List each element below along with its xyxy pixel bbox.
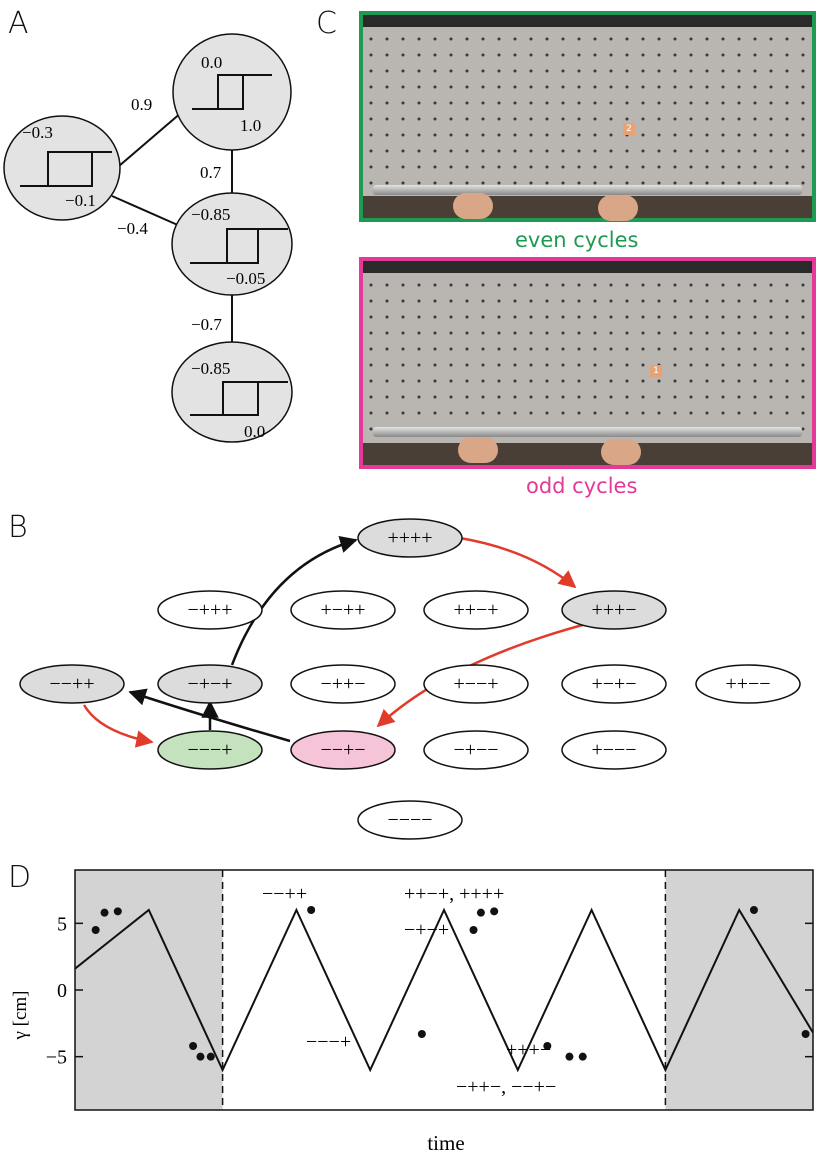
hysteron-node: −0.3 −0.1 [3,115,121,221]
state-label: −+−− [453,739,498,761]
edge-weight: 0.7 [200,163,222,182]
state-label: −−+− [320,739,365,761]
edge-line [111,111,183,173]
state-node: +−+− [561,664,667,704]
node-threshold-bottom: −0.05 [226,269,265,288]
state-node: −+−+ [157,664,263,704]
state-label: −−−+ [187,739,232,761]
node-threshold-bottom: 1.0 [240,116,261,135]
shaded-region [665,870,813,1110]
panel-label-d: D [8,860,32,895]
data-point [543,1042,552,1050]
data-point [206,1052,215,1061]
photo-tag: 2 [623,123,635,135]
panel-label-c: C [316,6,337,41]
state-node: −++− [290,664,396,704]
state-label: +−+− [591,673,636,695]
state-node: −+++ [157,590,263,630]
odd-cycles-label: odd cycles [526,474,638,498]
state-label: ++−+ [453,599,498,621]
edge-line [111,195,181,227]
state-label: −++− [320,673,365,695]
even-cycles-label: even cycles [515,228,639,252]
state-label: +−−− [591,739,636,761]
shaded-region [75,870,223,1110]
data-point [578,1052,587,1061]
state-label: ++−− [725,673,770,695]
edge-weight: 0.9 [131,95,152,114]
data-point [565,1052,574,1061]
state-label: +−−+ [453,673,498,695]
node-threshold-bottom: 0.0 [244,422,265,441]
state-label: +−++ [320,599,365,621]
state-node: −−++ [19,664,125,704]
node-threshold-top: 0.0 [201,53,222,72]
state-node: +−++ [290,590,396,630]
state-label: −−−− [387,809,432,831]
data-point [749,906,758,914]
panel-label-a: A [8,6,29,41]
state-node: ++−+ [423,590,529,630]
data-point [113,907,122,916]
data-point [100,908,109,917]
data-point [476,908,485,917]
panel-a-network: 0.0 1.0 −0.3 −0.1 −0.85 −0.05 −0.85 0.0 … [3,33,293,443]
transition-arrow [128,688,291,743]
state-node: ++−− [695,664,801,704]
state-node: +−−+ [423,664,529,704]
hysteron-node: 0.0 1.0 [172,33,292,151]
hysteron-node: −0.85 0.0 [171,341,293,443]
state-annotation: −+−+ [404,919,449,941]
state-annotation: −−−+ [306,1031,351,1053]
state-node: −−+− [290,730,396,770]
node-threshold-top: −0.85 [191,205,230,224]
state-label: −+++ [187,599,232,621]
odd-cycles-photo: 1 [359,257,816,469]
even-cycles-photo: 2 [359,11,816,222]
state-node: +++− [561,590,667,630]
hysteron-node: −0.85 −0.05 [171,192,293,296]
y-tick-label: 5 [57,913,67,935]
panel-b-state-graph: ++++ −+++ +−++ ++−+ +++− −−++ −+−+ −++− … [19,518,801,840]
data-point [801,1030,810,1038]
state-label: ++++ [387,527,432,549]
y-tick-label: 0 [57,980,67,1002]
state-annotation: ++−+, ++++ [404,883,504,905]
panel-label-b: B [8,510,28,545]
state-node: +−−− [561,730,667,770]
state-annotation: −−++ [262,883,307,905]
transition-arrow [82,704,154,748]
data-point [490,907,499,916]
state-label: −+−+ [187,673,232,695]
y-axis-label: γ [cm] [10,990,31,1040]
data-point [196,1052,205,1061]
node-threshold-top: −0.3 [22,123,53,142]
state-node: ++++ [357,518,463,558]
transition-arrow [459,536,577,589]
x-axis-label: time [427,1131,464,1155]
node-threshold-bottom: −0.1 [65,191,96,210]
state-annotation: −++−, −−+− [456,1076,556,1098]
y-tick-label: −5 [46,1047,67,1069]
state-node: −−−+ [157,730,263,770]
transition-arrow [230,536,358,666]
edge-weight: −0.7 [191,315,222,334]
state-node: −−−− [357,800,463,840]
state-label: −−++ [49,673,94,695]
data-point [91,926,100,934]
state-annotation: +++− [506,1039,551,1061]
state-label: +++− [591,599,636,621]
series-line [74,907,814,1073]
photo-tag: 1 [650,365,662,377]
panel-d-chart: 5 0 −5 γ [cm] time −−++ ++−+, ++++ −+−+ … [10,869,814,1155]
data-point [469,926,478,934]
data-point [417,1030,426,1038]
state-node: −+−− [423,730,529,770]
data-point [307,906,316,914]
node-threshold-top: −0.85 [191,359,230,378]
data-point [189,1042,198,1050]
edge-weight: −0.4 [117,219,148,238]
